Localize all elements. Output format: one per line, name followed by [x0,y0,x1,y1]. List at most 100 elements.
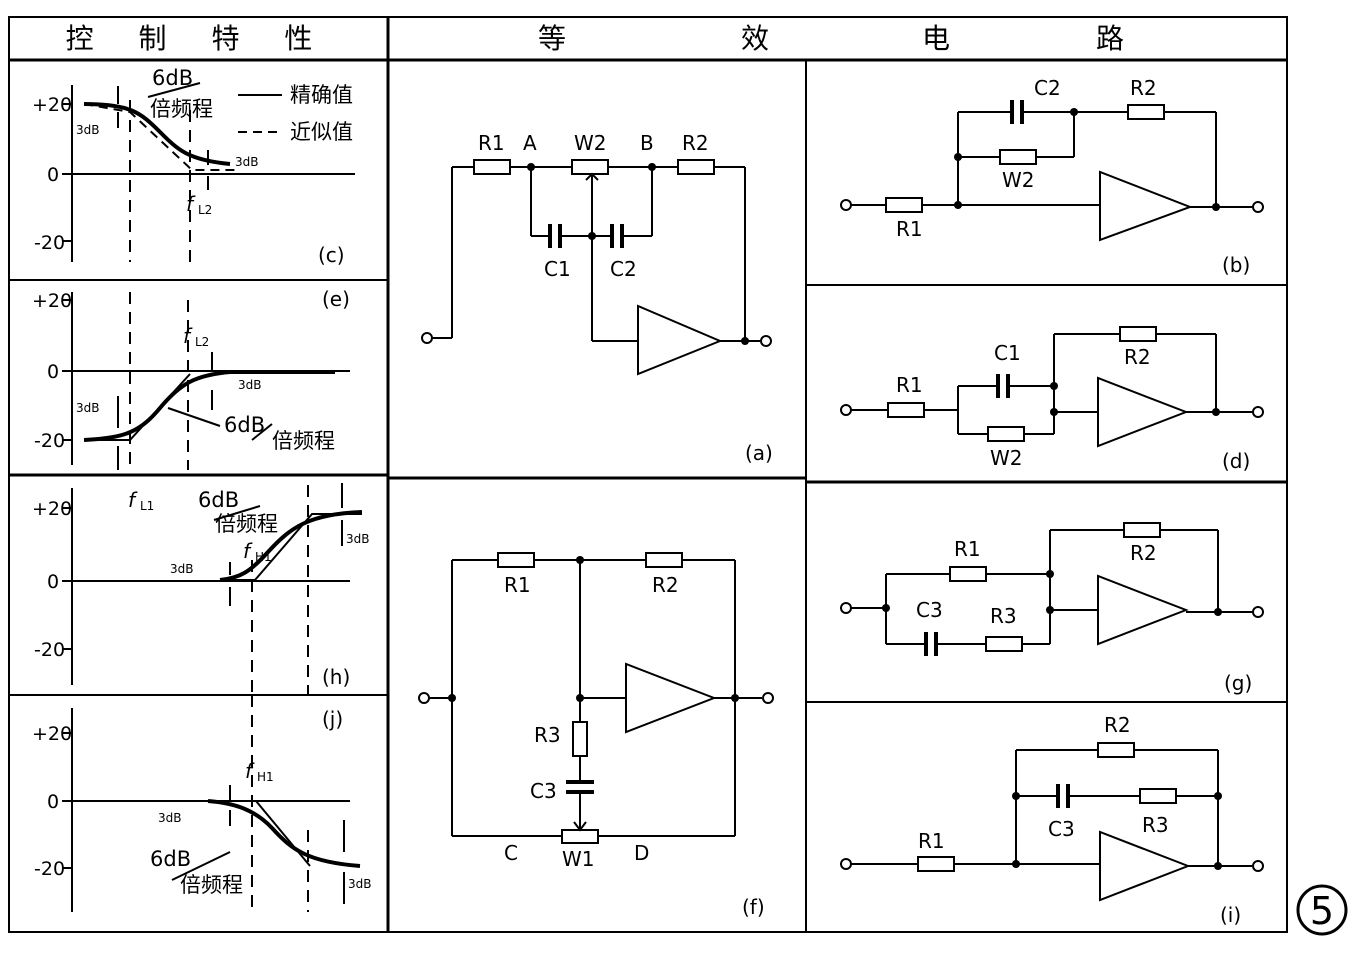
circuit-f-nodes [448,556,739,702]
circuit-f-W1: W1 [562,847,595,871]
header-equivalent-circuit: 等 效 电 路 [538,22,1124,55]
plot-e-3db-left: 3dB [76,401,99,415]
header-equiv-1: 等 [538,22,566,55]
plot-e-tick-0: 0 [47,361,59,383]
circuit-i-C3: C3 [1048,817,1075,841]
plot-h-3db-left: 3dB [170,562,193,576]
circuit-g-nodes [882,570,1222,616]
plot-c-fL: f [186,192,196,216]
plot-c-octave: 倍频程 [150,97,213,121]
circuit-i-R1: R1 [918,829,945,853]
header-equiv-2: 效 [741,22,769,55]
plot-j-fH-sub: H1 [257,770,274,784]
plot-h [62,483,363,695]
figure-number: 5 [1310,889,1334,933]
circuit-d-nodes [1050,382,1220,416]
plot-h-caption: (h) [322,665,350,689]
circuit-d-W2: W2 [990,446,1023,470]
circuit-g [840,522,1264,656]
header-control-label: 控 制 特 性 [66,22,331,55]
circuit-a-R2: R2 [682,131,709,155]
circuit-f-R2: R2 [652,573,679,597]
circuit-g-C3: C3 [916,598,943,622]
plot-c-tick-0: 0 [47,164,59,186]
circuit-a-W2: W2 [574,131,607,155]
plot-j-octave: 倍频程 [180,873,243,897]
plot-j-fH: f [245,759,255,783]
plot-e-3db-right: 3dB [238,378,261,392]
plot-h-3db-right: 3dB [346,532,369,546]
circuit-f-C: C [504,841,518,865]
circuit-a-A: A [523,131,537,155]
plot-e-6db: 6dB [224,413,265,437]
circuit-d-C1: C1 [994,341,1021,365]
plot-h-tick-m20: -20 [34,639,65,661]
circuit-g-R3: R3 [990,604,1017,628]
header-equiv-4: 路 [1096,22,1124,55]
plot-c-fL-sub: L2 [198,203,212,217]
circuit-b-R1: R1 [896,217,923,241]
plot-h-tick-p20: +20 [32,498,72,520]
circuit-a-C1: C1 [544,257,571,281]
circuit-a [421,159,772,376]
circuit-a-nodes [527,163,749,345]
plot-h-6db: 6dB [198,488,239,512]
plot-h-tick-0: 0 [47,571,59,593]
header-control-characteristics: 控 制 特 性 [66,22,331,55]
plot-e-tick-p20: +20 [32,290,72,312]
circuit-f-D: D [634,841,649,865]
circuit-f-caption: (f) [742,895,765,919]
plot-c-3db-left: 3dB [76,123,99,137]
plot-h-fL: f [128,488,138,512]
plot-j [62,695,361,912]
plot-j-3db-right: 3dB [348,877,371,891]
circuit-d-caption: (d) [1222,449,1250,473]
circuit-a-B: B [640,131,654,155]
figure-number-badge: 5 [1296,884,1348,936]
plot-e-fL-sub: L2 [195,335,209,349]
circuit-i-caption: (i) [1220,903,1241,927]
circuit-b-W2: W2 [1002,168,1035,192]
plot-e-fL: f [183,324,193,348]
circuit-a-caption: (a) [745,441,773,465]
legend-exact: 精确值 [290,83,353,107]
circuit-d-R1: R1 [896,373,923,397]
circuit-f-R3: R3 [534,723,561,747]
plot-j-caption: (j) [322,707,343,731]
plot-h-fH: f [243,539,253,563]
circuit-i-R2: R2 [1104,713,1131,737]
plot-h-octave: 倍频程 [215,512,278,536]
plot-c-3db-right: 3dB [235,155,258,169]
plot-j-tick-0: 0 [47,791,59,813]
plot-e [62,292,350,470]
circuit-g-R1: R1 [954,537,981,561]
plot-c-tick-p20: +20 [32,94,72,116]
circuit-b-nodes [954,108,1220,211]
plot-j-6db: 6dB [150,847,191,871]
plot-j-3db-left: 3dB [158,811,181,825]
circuit-d-R2: R2 [1124,345,1151,369]
plot-h-fL-sub: L1 [140,499,154,513]
plot-j-tick-p20: +20 [32,723,72,745]
plot-c [62,82,355,262]
circuit-f-C3: C3 [530,779,557,803]
plot-e-octave: 倍频程 [272,429,335,453]
circuit-g-R2: R2 [1130,541,1157,565]
plot-c-6db: 6dB [152,66,193,90]
legend-approx: 近似值 [290,120,353,144]
circuit-d [840,326,1264,448]
circuit-b-R2: R2 [1130,76,1157,100]
circuit-f-R1: R1 [504,573,531,597]
circuit-f [418,552,774,844]
header-equiv-3: 电 [922,22,950,55]
plot-j-tick-m20: -20 [34,858,65,880]
circuit-a-C2: C2 [610,257,637,281]
circuit-g-caption: (g) [1224,671,1252,695]
plot-h-fH-sub: H1 [255,550,272,564]
plot-e-caption: (e) [322,287,350,311]
circuit-a-R1: R1 [478,131,505,155]
plot-c-tick-m20: -20 [34,232,65,254]
plot-c-caption: (c) [318,243,345,267]
circuit-i-nodes [1012,792,1222,870]
